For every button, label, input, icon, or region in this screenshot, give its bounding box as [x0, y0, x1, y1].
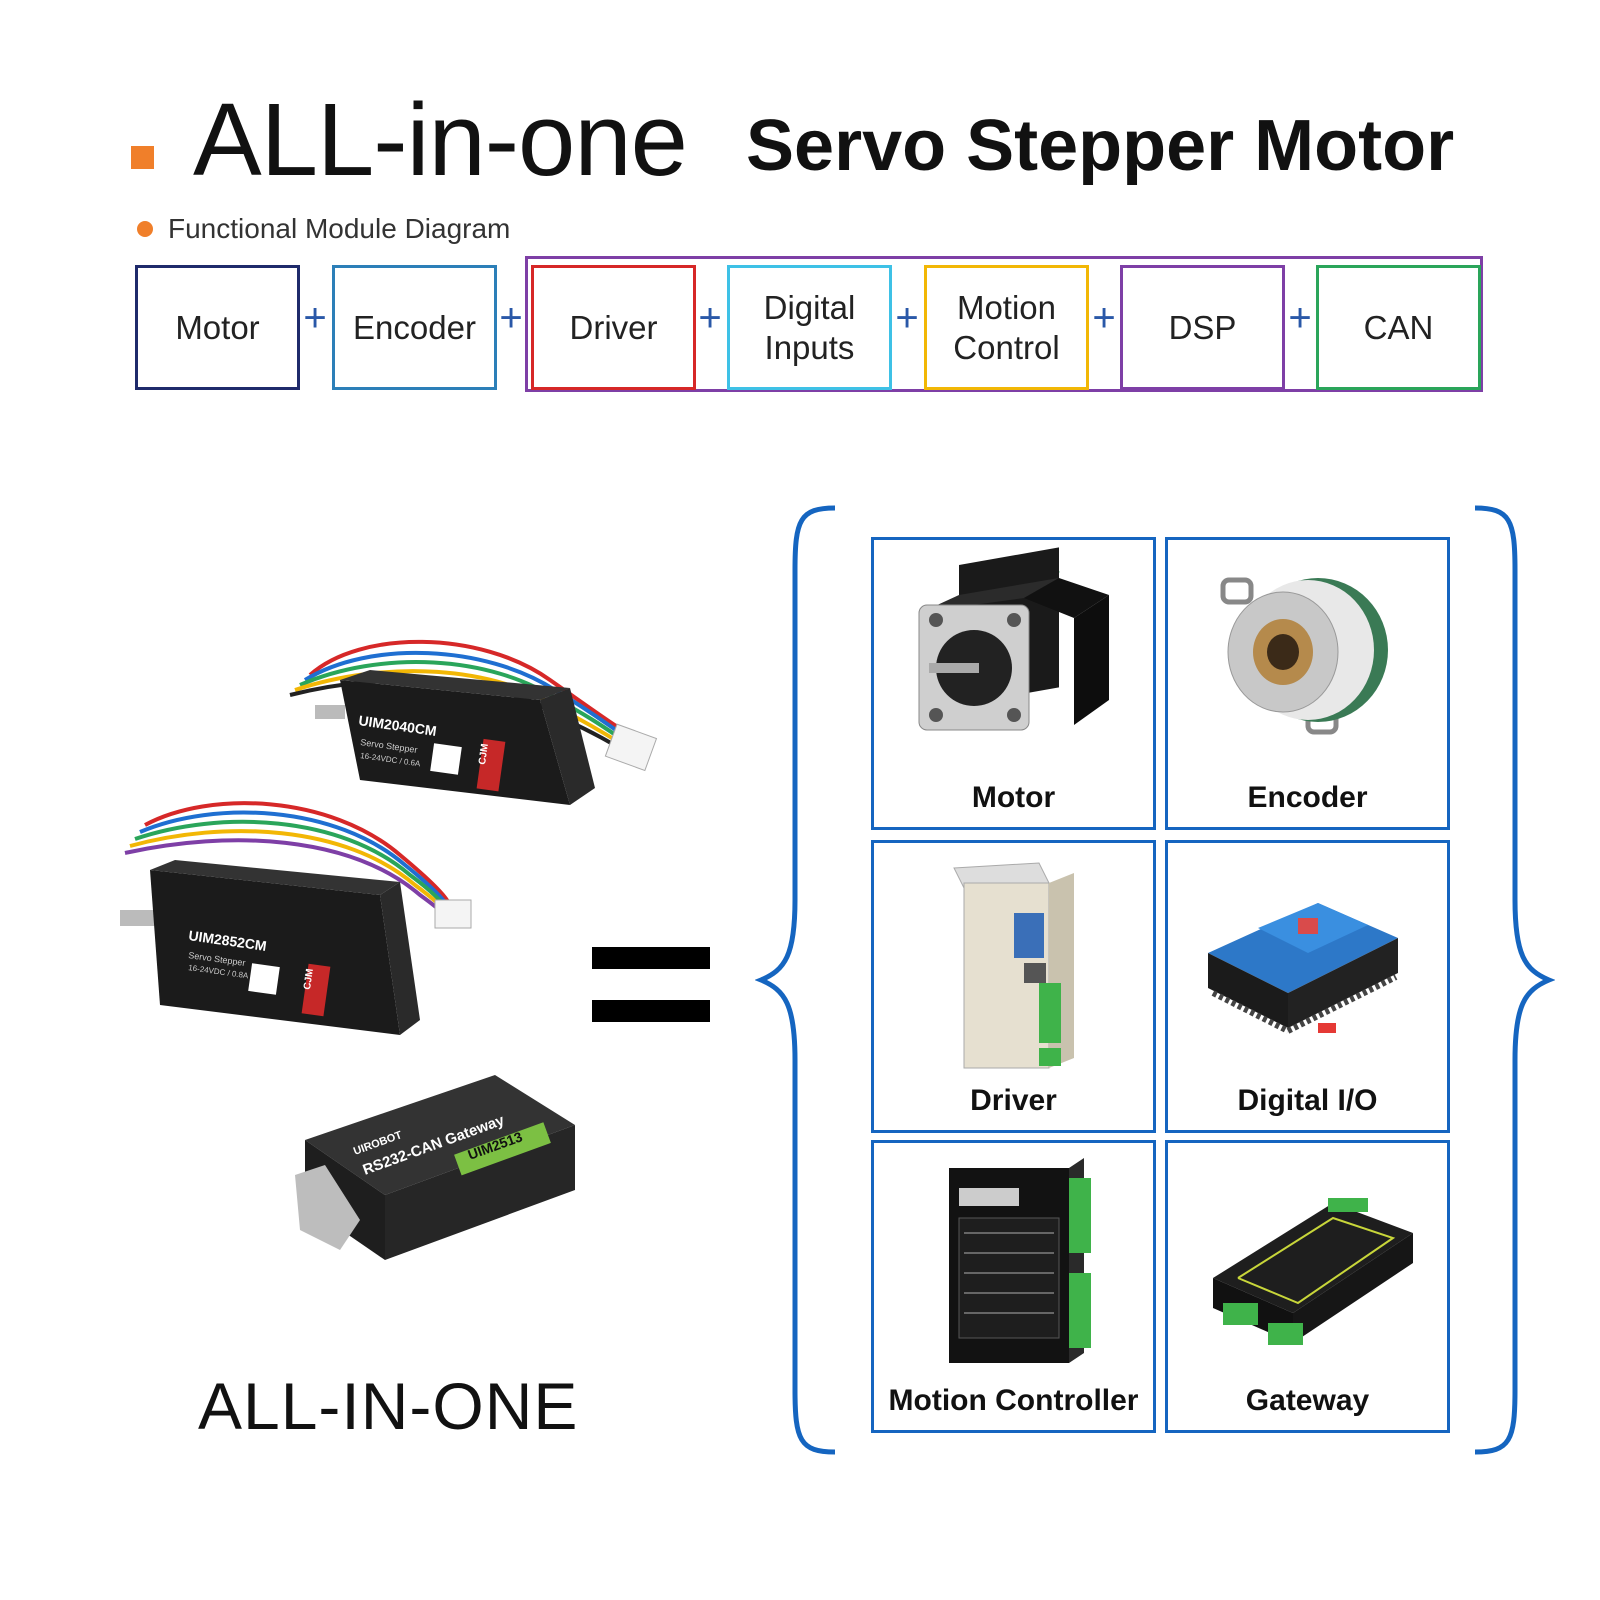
subtitle-bullet	[137, 221, 153, 237]
component-card-gateway: Gateway	[1165, 1140, 1450, 1433]
servo-stepper-motor-1-image: UIM2040CM Servo Stepper 16-24VDC / 0.6A …	[289, 639, 658, 805]
component-card-motion-controller: Motion Controller	[871, 1140, 1156, 1433]
gateway-icon	[1213, 1198, 1413, 1345]
all-in-one-label: ALL-IN-ONE	[198, 1369, 579, 1443]
plus-sign: +	[499, 296, 523, 340]
equals-sign-bottom-bar	[592, 1000, 710, 1022]
servo-stepper-motor-2-image: UIM2852CM Servo Stepper 16-24VDC / 0.8A …	[120, 801, 472, 1035]
plus-sign: +	[698, 296, 722, 340]
page-title-secondary: Servo Stepper Motor	[746, 106, 1455, 186]
component-label: Motor	[971, 781, 1056, 814]
module-dsp: DSP	[1120, 265, 1285, 390]
module-motor: Motor	[135, 265, 300, 390]
equals-sign-top-bar	[592, 947, 710, 969]
component-label: Encoder	[1247, 781, 1368, 814]
motor2-logo-text: CJM	[302, 968, 316, 990]
digital-io-icon	[1208, 903, 1398, 1034]
motor1-logo-text: CJM	[477, 743, 491, 765]
motion-controller-icon	[949, 1158, 1091, 1363]
plus-sign: +	[895, 296, 919, 340]
module-driver: Driver	[531, 265, 696, 390]
component-label: Driver	[970, 1084, 1057, 1117]
stepper-motor-icon	[918, 547, 1109, 731]
plus-sign: +	[303, 296, 327, 340]
encoder-icon	[1220, 577, 1388, 735]
plus-sign: +	[1288, 296, 1312, 340]
component-label: Motion Controller	[888, 1384, 1139, 1417]
right-brace	[1474, 505, 1555, 1455]
plus-sign: +	[1092, 296, 1116, 340]
module-encoder: Encoder	[332, 265, 497, 390]
integrated-group-box	[525, 256, 1483, 392]
subtitle: Functional Module Diagram	[168, 213, 511, 244]
title-bullet	[131, 146, 154, 169]
component-label: Gateway	[1245, 1384, 1370, 1417]
component-card-digital-io: Digital I/O	[1165, 840, 1450, 1133]
rs232-can-gateway-image: UIROBOT RS232-CAN Gateway UIM2513	[295, 1075, 575, 1260]
component-card-encoder: Encoder	[1165, 537, 1450, 830]
module-can: CAN	[1316, 265, 1481, 390]
component-card-driver: Driver	[871, 840, 1156, 1133]
component-card-motor: Motor	[871, 537, 1156, 830]
product-illustrations: UIM2040CM Servo Stepper 16-24VDC / 0.6A …	[120, 639, 658, 1260]
left-brace	[755, 505, 836, 1455]
page-title: ALL-in-one	[193, 82, 688, 197]
component-label: Digital I/O	[1237, 1084, 1378, 1117]
driver-icon	[953, 862, 1074, 1069]
